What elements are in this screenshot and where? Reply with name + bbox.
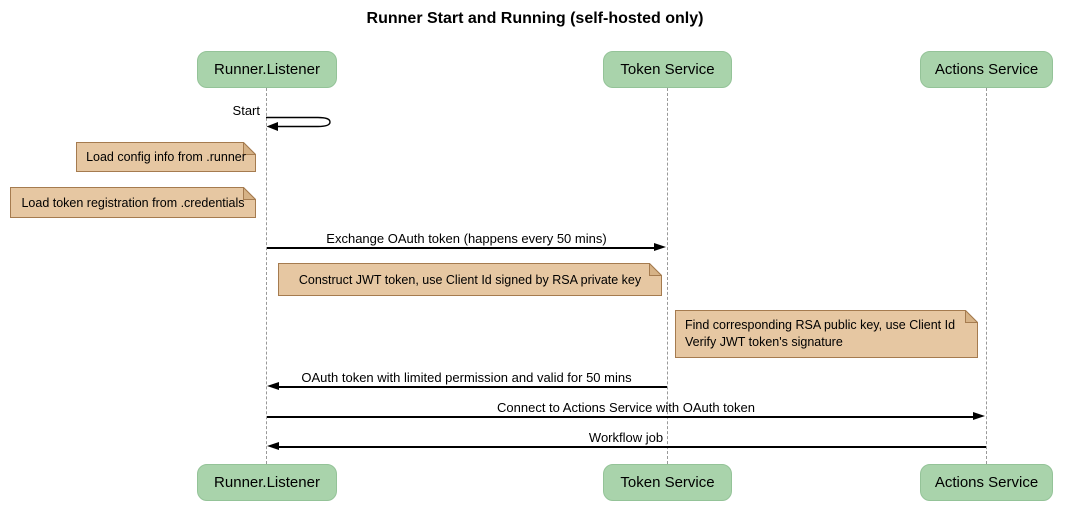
note-text: Load config info from .runner xyxy=(86,150,246,164)
note-text-line-2: Verify JWT token's signature xyxy=(685,335,843,349)
participant-top-token-service: Token Service xyxy=(603,51,732,88)
arrowhead-left-icon xyxy=(267,382,279,390)
message-exchange-oauth-label: Exchange OAuth token (happens every 50 m… xyxy=(326,231,607,246)
diagram-title: Runner Start and Running (self-hosted on… xyxy=(366,10,704,27)
participant-label: Runner.Listener xyxy=(214,61,320,78)
arrowhead-left-icon xyxy=(267,442,279,450)
lifeline-runner-listener xyxy=(266,88,267,464)
participant-label: Actions Service xyxy=(934,474,1039,491)
participant-top-actions-service: Actions Service xyxy=(920,51,1053,88)
note-construct-jwt: Construct JWT token, use Client Id signe… xyxy=(278,263,662,296)
note-shape xyxy=(76,142,256,172)
participant-bottom-actions-service: Actions Service xyxy=(920,464,1053,501)
message-exchange-oauth-line xyxy=(267,247,654,249)
participant-label: Token Service xyxy=(620,61,715,78)
note-verify-jwt: Find corresponding RSA public key, use C… xyxy=(675,310,978,358)
message-connect-actions-line xyxy=(267,416,973,418)
arrowhead-right-icon xyxy=(973,412,985,420)
lifeline-token-service xyxy=(667,88,668,464)
participant-top-runner-listener: Runner.Listener xyxy=(197,51,337,88)
participant-label: Token Service xyxy=(620,474,715,491)
note-text: Load token registration from .credential… xyxy=(21,195,245,210)
note-load-config: Load config info from .runner xyxy=(76,142,256,172)
message-oauth-return-line xyxy=(279,386,667,388)
note-shape xyxy=(278,263,662,296)
note-shape xyxy=(10,187,256,218)
message-connect-actions-label: Connect to Actions Service with OAuth to… xyxy=(497,400,755,415)
self-message-arrow xyxy=(266,116,331,131)
message-start-label: Start xyxy=(232,103,260,118)
participant-label: Actions Service xyxy=(934,61,1039,78)
arrowhead-right-icon xyxy=(654,243,666,251)
participant-label: Runner.Listener xyxy=(214,474,320,491)
message-workflow-job-label: Workflow job xyxy=(588,430,664,445)
lifeline-actions-service xyxy=(986,88,987,464)
note-text: Construct JWT token, use Client Id signe… xyxy=(298,272,642,287)
participant-bottom-token-service: Token Service xyxy=(603,464,732,501)
message-workflow-job-line xyxy=(279,446,986,448)
note-shape xyxy=(675,310,978,358)
participant-bottom-runner-listener: Runner.Listener xyxy=(197,464,337,501)
note-text-line-1: Find corresponding RSA public key, use C… xyxy=(685,318,956,332)
message-oauth-return-label: OAuth token with limited permission and … xyxy=(301,370,632,385)
note-load-token-registration: Load token registration from .credential… xyxy=(10,187,256,218)
